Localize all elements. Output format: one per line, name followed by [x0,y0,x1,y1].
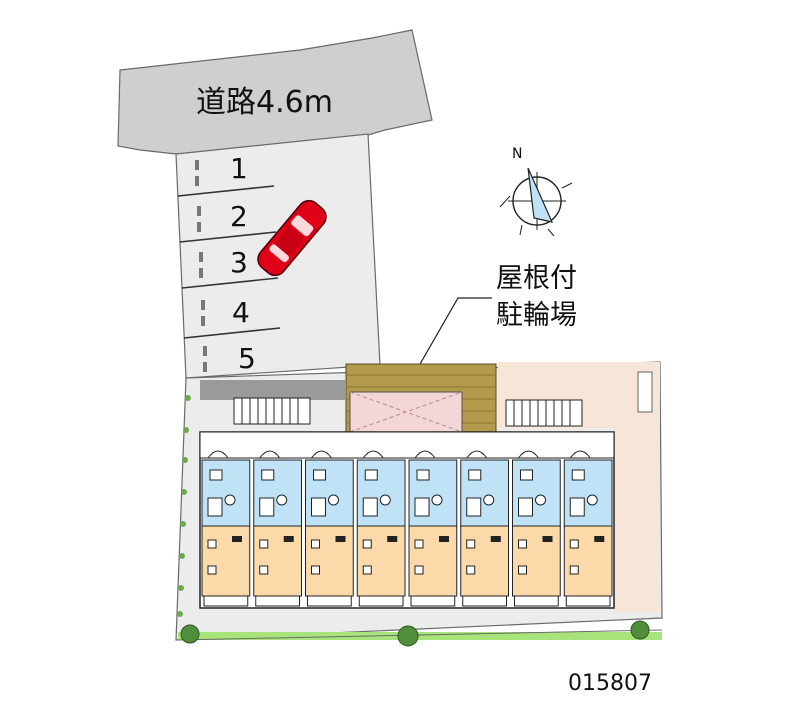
parking-lines [177,185,281,339]
balcony-strip [199,431,615,459]
parking-space-4: 4 [232,296,250,329]
parking-space-5: 5 [238,342,256,375]
north-label: N [512,146,522,162]
left-hedge-dots [177,395,191,617]
right-stair [505,399,583,427]
compass-rose-icon: N [499,146,573,237]
apartment-unit [460,450,509,607]
left-stair [233,397,311,425]
shrubs [180,620,650,647]
yard-far-right [614,362,660,612]
parking-space-1: 1 [230,152,248,185]
parking-space-3: 3 [230,246,248,279]
apartment-unit [201,450,251,607]
bike-parking-label-line1: 屋根付 [496,263,577,294]
corridor-wall [200,380,346,400]
green-strip [178,632,662,640]
apartment-unit [305,450,354,607]
apartment-unit [563,450,613,607]
parked-car-icon [257,199,327,277]
apartment-unit [512,450,561,607]
apartment-unit [253,450,302,607]
bike-parking-leader-line [407,297,492,386]
bike-parking-label-line2: 駐輪場 [496,300,577,331]
wheel-stops [195,160,207,372]
apartment-units [201,450,613,607]
apartment-unit [356,450,406,607]
apartment-unit [408,450,458,607]
parking-space-2: 2 [230,200,248,233]
road-label: 道路4.6m [196,85,333,120]
property-id: 015807 [568,671,652,696]
road [117,29,433,155]
